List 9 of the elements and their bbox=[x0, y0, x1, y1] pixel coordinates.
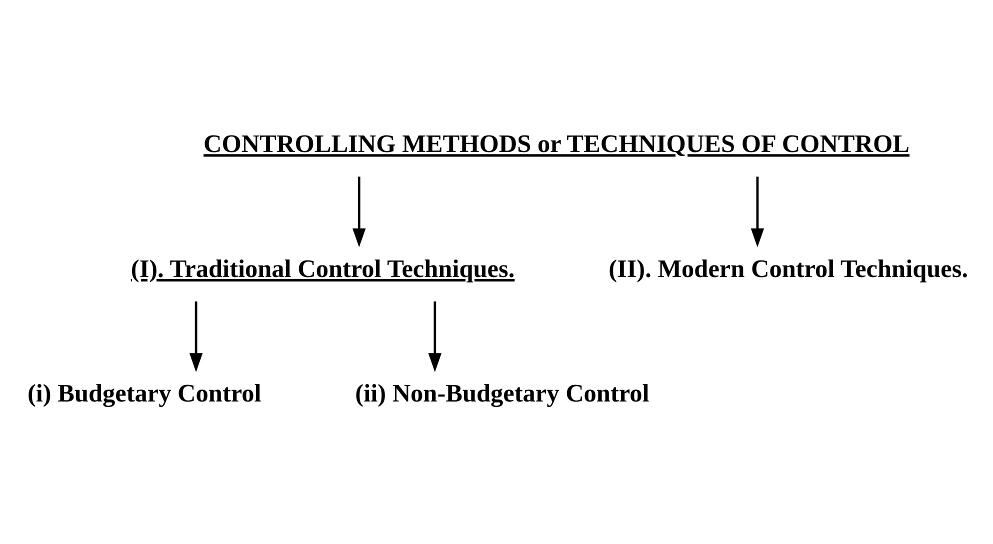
arrow bbox=[352, 176, 366, 247]
arrow bbox=[189, 300, 203, 372]
node-text: (II). Modern Control Techniques. bbox=[608, 254, 968, 282]
node-text: (I). Traditional Control Techniques. bbox=[130, 254, 515, 282]
arrow bbox=[750, 176, 764, 247]
node-text: (i) Budgetary Control bbox=[27, 379, 262, 408]
node-text: (ii) Non-Budgetary Control bbox=[355, 379, 650, 408]
node-text: CONTROLLING METHODS or TECHNIQUES OF CONTROL bbox=[204, 130, 910, 158]
arrow bbox=[428, 300, 442, 372]
